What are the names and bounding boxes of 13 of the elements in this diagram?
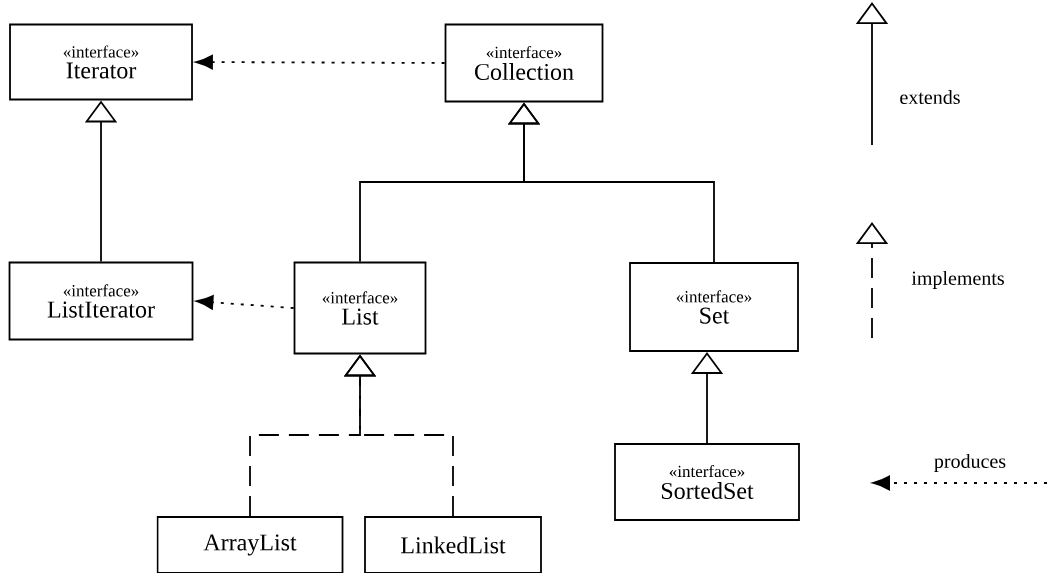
class-box: LinkedList xyxy=(364,516,542,573)
interface-box: «interface» Set xyxy=(629,262,799,352)
interface-box: «interface» Collection xyxy=(444,23,604,103)
arrow xyxy=(195,54,446,70)
class-box: ArrayList xyxy=(156,516,344,573)
legend-text: implements xyxy=(911,270,1004,290)
arrow xyxy=(196,295,295,310)
interface-box: «interface» Iterator xyxy=(9,23,193,101)
legend-text: extends xyxy=(900,89,960,105)
legend-text: produces xyxy=(934,453,1006,473)
interface-box: «interface» List xyxy=(293,261,427,355)
interface-box: «interface» SortedSet xyxy=(614,443,800,521)
interface-box: «interface» ListIterator xyxy=(8,261,194,341)
